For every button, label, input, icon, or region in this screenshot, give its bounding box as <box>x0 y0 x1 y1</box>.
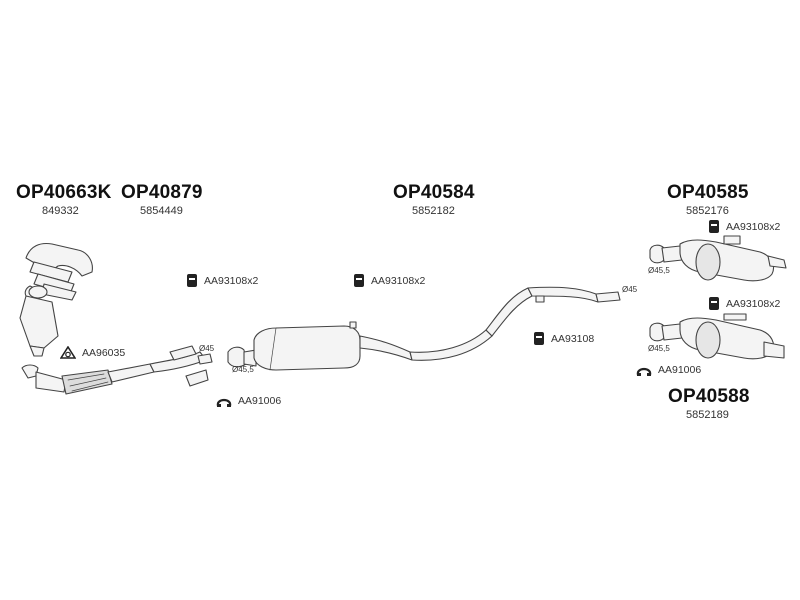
accessory-item[interactable]: AA91006 <box>216 394 281 408</box>
part-number-front-pipe[interactable]: OP40879 <box>121 182 203 203</box>
accessory-code: AA96035 <box>82 347 126 359</box>
diameter-label: Ø45,5 <box>648 266 670 275</box>
oem-number-front-pipe: 5854449 <box>140 205 183 217</box>
front-pipe-drawing <box>149 345 213 387</box>
part-number-cat[interactable]: OP40663K <box>16 182 112 203</box>
rubber-mount-icon <box>709 220 719 233</box>
accessory-code: AA93108x2 <box>204 274 259 287</box>
accessory-code: AA93108x2 <box>726 220 781 233</box>
rubber-mount-icon <box>354 274 364 287</box>
rear-silencer-top-drawing <box>649 235 787 282</box>
accessory-item[interactable]: AA93108x2 <box>708 219 780 234</box>
diameter-label: Ø45 <box>199 344 215 353</box>
catalytic-converter-drawing <box>19 242 155 395</box>
clamp-icon <box>216 398 232 407</box>
diameter-label: Ø45 <box>622 285 638 294</box>
part-number-rear-bottom[interactable]: OP40588 <box>668 386 750 407</box>
rubber-mount-icon <box>187 274 197 287</box>
accessory-item[interactable]: AA93108x2 <box>708 296 780 311</box>
gasket-icon <box>60 346 76 359</box>
diameter-label: Ø45,5 <box>648 344 670 353</box>
accessory-code: AA91006 <box>658 364 702 376</box>
accessory-item[interactable]: AA93108x2 <box>353 273 425 288</box>
oem-number-middle: 5852182 <box>412 205 455 217</box>
accessory-code: AA93108 <box>551 332 595 345</box>
accessory-code: AA91006 <box>238 395 282 407</box>
middle-silencer-drawing <box>227 286 621 371</box>
clamp-icon <box>636 367 652 376</box>
accessory-item[interactable]: AA91006 <box>636 363 701 377</box>
diameter-label: Ø45,5 <box>232 365 254 374</box>
oem-number-rear-bottom: 5852189 <box>686 409 729 421</box>
accessory-item[interactable]: AA93108x2 <box>186 273 258 288</box>
rubber-mount-icon <box>534 332 544 345</box>
part-number-rear-top[interactable]: OP40585 <box>667 182 749 203</box>
accessory-code: AA93108x2 <box>371 274 426 287</box>
oem-number-cat: 849332 <box>42 205 79 217</box>
rear-silencer-bottom-drawing <box>649 313 785 360</box>
rubber-mount-icon <box>709 297 719 310</box>
accessory-code: AA93108x2 <box>726 297 781 310</box>
accessory-item[interactable]: AA93108 <box>533 331 594 346</box>
part-number-middle[interactable]: OP40584 <box>393 182 475 203</box>
oem-number-rear-top: 5852176 <box>686 205 729 217</box>
accessory-item[interactable]: AA96035 <box>60 346 125 360</box>
